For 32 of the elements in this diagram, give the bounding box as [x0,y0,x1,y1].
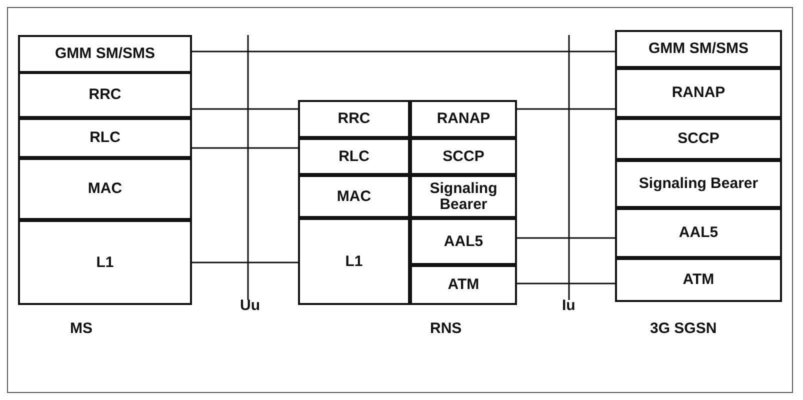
protocol-layer-box: RANAP [410,100,517,138]
protocol-layer-box: RLC [298,138,410,175]
protocol-layer-box: AAL5 [410,218,517,265]
protocol-layer-box: GMM SM/SMS [18,35,192,73]
protocol-layer-box: L1 [18,220,192,305]
interface-label: Iu [562,297,576,314]
connector-line [192,108,298,110]
protocol-layer-box: L1 [298,218,410,305]
connector-line [517,282,615,284]
entity-label: RNS [430,320,462,337]
protocol-layer-box: MAC [298,175,410,218]
entity-label: 3G SGSN [650,320,717,337]
protocol-layer-box: RANAP [615,68,782,118]
protocol-layer-box: AAL5 [615,208,782,258]
protocol-layer-box: ATM [410,265,517,305]
protocol-layer-box: Signaling Bearer [410,175,517,218]
connector-line [517,237,615,239]
protocol-layer-box: Signaling Bearer [615,160,782,208]
entity-label: MS [70,320,92,337]
connector-line [192,147,298,149]
protocol-layer-box: SCCP [410,138,517,175]
protocol-layer-box: RRC [298,100,410,138]
connector-line [517,108,615,110]
interface-label: Uu [240,297,260,314]
connector-line [192,50,615,52]
protocol-layer-box: RLC [18,118,192,158]
protocol-layer-box: SCCP [615,118,782,160]
protocol-layer-box: GMM SM/SMS [615,30,782,68]
protocol-layer-box: MAC [18,158,192,220]
connector-line [192,262,298,264]
protocol-layer-box: RRC [18,72,192,118]
protocol-layer-box: ATM [615,258,782,302]
